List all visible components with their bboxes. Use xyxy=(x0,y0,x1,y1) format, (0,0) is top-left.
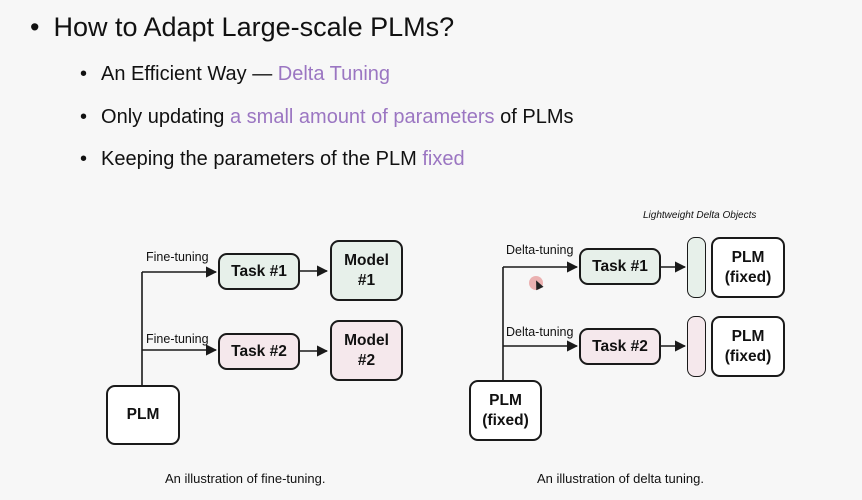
bullet-1-prefix: An Efficient Way — xyxy=(101,63,278,85)
dt-plm-fixed-box: PLM (fixed) xyxy=(469,380,542,441)
bullet-3-prefix: Keeping the parameters of the PLM xyxy=(101,148,423,170)
dt-edge-label-2: Delta-tuning xyxy=(506,325,574,339)
ft-task1-box: Task #1 xyxy=(218,253,300,290)
slide-title: • How to Adapt Large-scale PLMs? xyxy=(30,12,454,43)
ft-edge-label-1: Fine-tuning xyxy=(146,250,209,264)
bullet-dot: • xyxy=(80,148,88,170)
bullet-1: • An Efficient Way — Delta Tuning xyxy=(80,63,390,86)
title-text: How to Adapt Large-scale PLMs? xyxy=(53,12,455,42)
dt-task1-box: Task #1 xyxy=(579,248,661,285)
delta-tuning-connectors xyxy=(502,261,687,380)
bullet-3-highlight: fixed xyxy=(422,148,465,170)
ft-model2-box: Model #2 xyxy=(330,320,403,381)
ft-model1-box: Model #1 xyxy=(330,240,403,301)
cursor-highlight xyxy=(529,276,543,290)
dt-plm-fixed-box-2: PLM (fixed) xyxy=(711,316,785,377)
bullet-3: • Keeping the parameters of the PLM fixe… xyxy=(80,148,465,171)
dt-delta-object-2 xyxy=(687,316,706,377)
bullet-dot: • xyxy=(30,12,40,42)
ft-plm-box: PLM xyxy=(106,385,180,445)
bullet-2-prefix: Only updating xyxy=(101,106,230,128)
dt-edge-label-1: Delta-tuning xyxy=(506,243,574,257)
dt-delta-objects-note: Lightweight Delta Objects xyxy=(643,210,757,221)
ft-task2-box: Task #2 xyxy=(218,333,300,370)
ft-edge-label-2: Fine-tuning xyxy=(146,332,209,346)
dt-delta-object-1 xyxy=(687,237,706,298)
bullet-2: • Only updating a small amount of parame… xyxy=(80,106,573,129)
ft-caption: An illustration of fine-tuning. xyxy=(165,471,326,486)
bullet-2-suffix: of PLMs xyxy=(494,106,574,128)
bullet-dot: • xyxy=(80,63,88,85)
bullet-1-highlight: Delta Tuning xyxy=(277,63,391,85)
dt-task2-box: Task #2 xyxy=(579,328,661,365)
bullet-2-highlight: a small amount of parameters xyxy=(230,106,495,128)
bullet-dot: • xyxy=(80,106,88,128)
dt-caption: An illustration of delta tuning. xyxy=(537,471,704,486)
dt-plm-fixed-box-1: PLM (fixed) xyxy=(711,237,785,298)
fine-tuning-connectors xyxy=(141,265,329,385)
